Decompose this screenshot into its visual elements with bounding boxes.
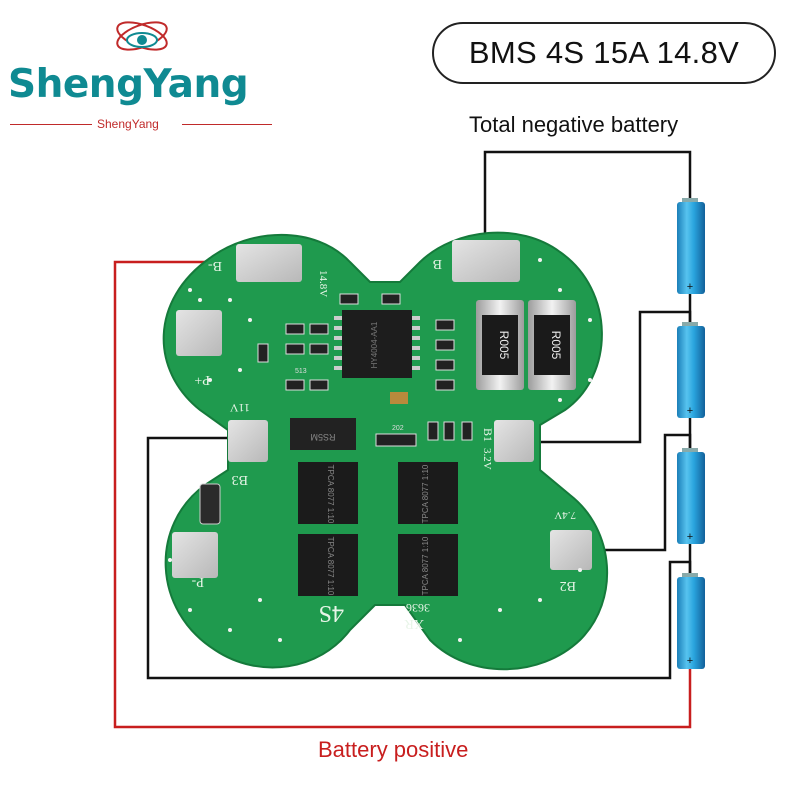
capacitor bbox=[390, 392, 408, 404]
shunt-label-2: R005 bbox=[549, 331, 563, 360]
silk-4s: 4S bbox=[319, 600, 344, 626]
diode-label: RS5M bbox=[310, 432, 335, 442]
battery-cell-3: + bbox=[677, 448, 705, 544]
brand-name: ShengYang bbox=[8, 62, 249, 107]
silk-b3: B3 bbox=[232, 472, 248, 487]
total-negative-label: Total negative battery bbox=[469, 112, 679, 137]
b2-pad bbox=[550, 530, 592, 570]
brand-divider-right bbox=[182, 124, 272, 125]
silk-b-minus: B- bbox=[208, 258, 222, 273]
silk-14-8v: 14.8V bbox=[317, 270, 329, 297]
silkscreen: B- 14.8V B P+ 11V B3 B1 3.2V 7.4V B2 P- … bbox=[191, 256, 576, 631]
mosfet-1: TPCA 8077 1:10 bbox=[298, 462, 358, 524]
cell-plus-2: + bbox=[687, 405, 693, 417]
p-plus-pad bbox=[176, 310, 222, 356]
resistor-label-1: 513 bbox=[295, 368, 307, 375]
b-minus-pad bbox=[236, 244, 302, 282]
mosfet-2: TPCA 8077 1:10 bbox=[398, 462, 458, 524]
ic-label: HY4004-AA1 bbox=[370, 321, 379, 368]
mosfet-label-1: TPCA 8077 1:10 bbox=[326, 465, 335, 524]
via-holes bbox=[168, 258, 592, 642]
battery-positive-label: Battery positive bbox=[318, 737, 469, 762]
silk-p-minus: P- bbox=[191, 574, 204, 589]
fuse bbox=[199, 483, 221, 525]
battery-cell-4: + bbox=[677, 573, 705, 669]
mosfet-3: TPCA 8077 1:10 bbox=[298, 534, 358, 596]
mosfet-4: TPCA 8077 1:10 bbox=[398, 534, 458, 596]
mosfet-label-2: TPCA 8077 1:10 bbox=[421, 464, 430, 523]
product-title: BMS 4S 15A 14.8V bbox=[432, 22, 776, 84]
battery-cell-1: + bbox=[677, 198, 705, 294]
shunt-resistor-1: R005 bbox=[476, 300, 524, 390]
silk-11v: 11V bbox=[229, 401, 250, 415]
silk-p-plus: P+ bbox=[194, 372, 210, 387]
cell-plus-1: + bbox=[687, 281, 693, 293]
silk-7-4v: 7.4V bbox=[554, 509, 576, 521]
protection-ic: HY4004-AA1 bbox=[334, 310, 420, 378]
brand-subtitle: ShengYang bbox=[97, 117, 159, 131]
mosfet-label-3: TPCA 8077 1:10 bbox=[326, 537, 335, 596]
brand-divider-left bbox=[10, 124, 92, 125]
smd-components bbox=[257, 293, 473, 447]
battery-cell-2: + bbox=[677, 322, 705, 418]
silk-b1: B1 bbox=[481, 428, 495, 442]
eye-orbit-icon bbox=[116, 21, 168, 51]
cell-plus-3: + bbox=[687, 531, 693, 543]
b3-pad bbox=[228, 420, 268, 462]
brand-logo bbox=[8, 10, 278, 135]
silk-xr: XR bbox=[404, 616, 424, 631]
silk-3636: 3636 bbox=[406, 601, 430, 615]
silk-3-2v: 3.2V bbox=[481, 448, 493, 470]
silk-b-plus: B bbox=[433, 256, 442, 271]
b1-pad bbox=[494, 420, 534, 462]
shunt-label-1: R005 bbox=[497, 331, 511, 360]
silk-b2: B2 bbox=[560, 578, 576, 593]
diode: RS5M bbox=[290, 418, 356, 450]
p-minus-pad bbox=[172, 532, 218, 578]
mosfet-label-4: TPCA 8077 1:10 bbox=[421, 536, 430, 595]
positive-wire bbox=[113, 260, 692, 729]
b-plus-pad bbox=[452, 240, 520, 282]
cell-plus-4: + bbox=[687, 655, 693, 667]
resistor-label-2: 202 bbox=[392, 425, 404, 432]
shunt-resistor-2: R005 bbox=[528, 300, 576, 390]
